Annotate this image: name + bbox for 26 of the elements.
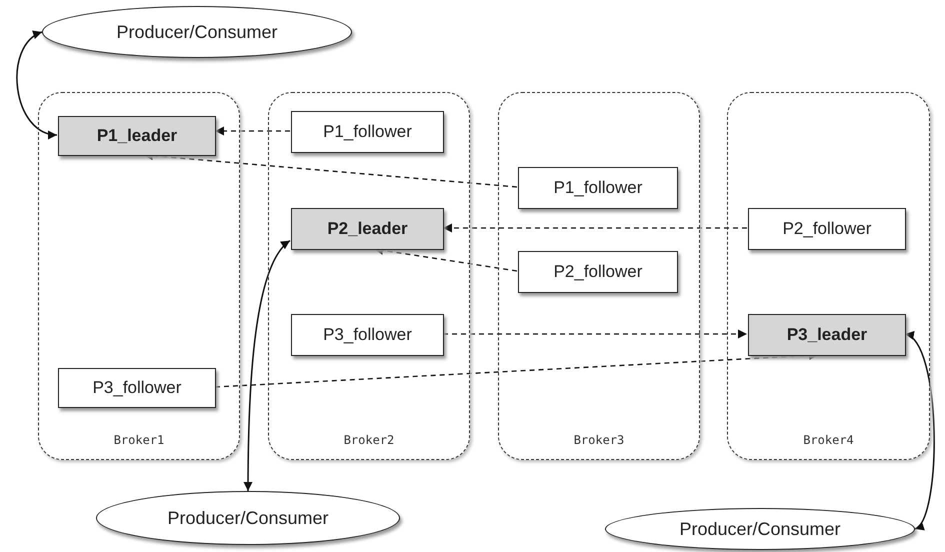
follower-box: P3_follower [58, 368, 216, 408]
dashed-arrow [215, 126, 290, 136]
leader-box: P2_leader [291, 208, 444, 250]
dashed-arrow [443, 224, 747, 232]
broker-label: Broker1 [112, 433, 166, 447]
producer-consumer-ellipse: Producer/Consumer [96, 491, 400, 545]
double-arrow [244, 240, 291, 491]
broker-container [38, 92, 240, 460]
broker-container [498, 92, 700, 460]
broker-container [268, 92, 470, 460]
follower-box: P1_follower [291, 111, 444, 153]
follower-box: P1_follower [518, 167, 678, 209]
leader-box: P1_leader [58, 116, 216, 156]
producer-consumer-ellipse: Producer/Consumer [605, 508, 915, 550]
double-arrow [904, 333, 935, 530]
follower-box: P2_follower [748, 208, 906, 250]
broker-label: Broker4 [802, 433, 855, 447]
broker-label: Broker3 [572, 433, 626, 447]
leader-box: P3_leader [748, 314, 906, 356]
broker-label: Broker2 [342, 433, 396, 447]
broker-container [727, 92, 930, 460]
dashed-arrow [443, 330, 747, 338]
follower-box: P2_follower [518, 251, 678, 293]
double-arrow [16, 31, 58, 138]
follower-box: P3_follower [291, 314, 444, 356]
producer-consumer-ellipse: Producer/Consumer [42, 6, 352, 58]
